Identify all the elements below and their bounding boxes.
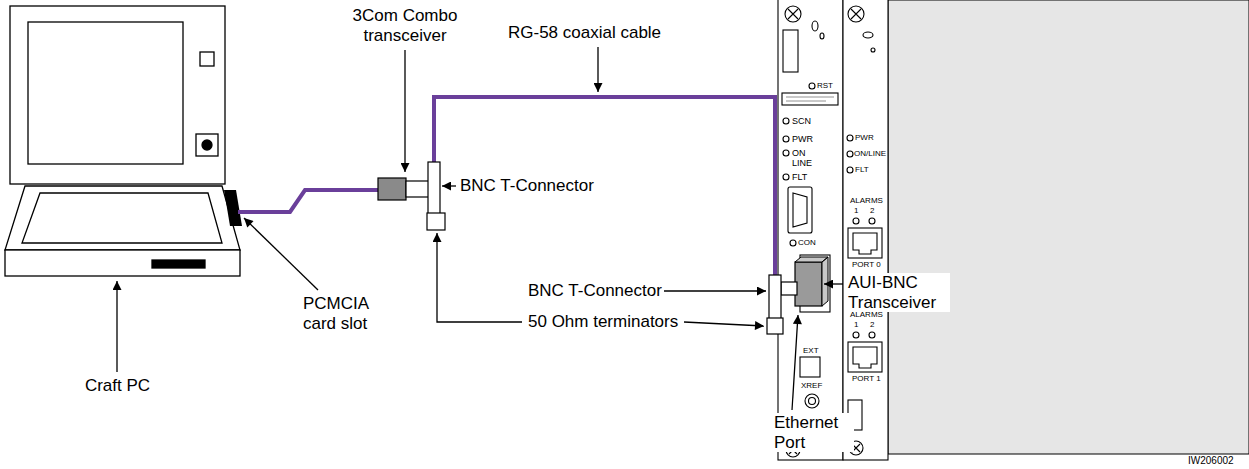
callout-label: Craft PC [80, 376, 155, 396]
leader-line [117, 47, 843, 410]
panel-label: CON [798, 238, 816, 247]
aui-bnc-transceiver [795, 262, 822, 306]
panel-label: SCN [792, 116, 811, 126]
callout-label: RG-58 coaxial cable [508, 23, 661, 43]
bnc-t-connector [781, 282, 797, 295]
panel-label: EXT [803, 346, 819, 355]
panel-label: PWR [792, 134, 813, 144]
terminator [427, 213, 445, 230]
panel-label: 1 [854, 320, 858, 329]
panel-label: ON/LINE [854, 149, 886, 158]
panel-label: PORT 1 [852, 374, 881, 383]
panel-label: FLT [792, 172, 807, 182]
bnc-t-connector [406, 181, 430, 197]
callout-label: PCMCIA card slot [303, 294, 388, 333]
bnc-t-connector [428, 162, 440, 214]
panel-label: XREF [801, 381, 822, 390]
bnc-t-connector [769, 275, 781, 320]
panel-label: 1 [854, 206, 858, 215]
callout-label: AUI-BNC Transceiver [846, 273, 950, 312]
pc-cable [238, 190, 380, 212]
aui-bnc-transceiver [795, 257, 828, 306]
callout-label: BNC T-Connector [528, 281, 662, 301]
panel-label: ALARMS [850, 196, 883, 205]
panel-label: 2 [870, 320, 874, 329]
card-panel [843, 0, 888, 460]
coax-cable [434, 97, 775, 276]
panel-label: PORT 0 [852, 260, 881, 269]
figure-id: IW206002 [1188, 455, 1234, 467]
combo-transceiver [378, 178, 406, 200]
panel-label: RST [817, 81, 833, 90]
callout-label: Ethernet Port [772, 413, 854, 452]
callout-label: BNC T-Connector [460, 176, 594, 196]
pcmcia-slot [224, 190, 242, 226]
panel-label: PWR [855, 133, 874, 142]
card-panel [778, 0, 843, 460]
shelf [888, 0, 1249, 454]
panel-label: ON LINE [792, 148, 814, 169]
callout-label: 50 Ohm terminators [528, 312, 678, 332]
laptop-drawing [5, 6, 240, 276]
terminator [767, 318, 783, 334]
panel-label: ALARMS [850, 310, 883, 319]
panel-label: 2 [870, 206, 874, 215]
callout-label: 3Com Combo transceiver [346, 6, 464, 45]
panel-label: FLT [855, 165, 869, 174]
